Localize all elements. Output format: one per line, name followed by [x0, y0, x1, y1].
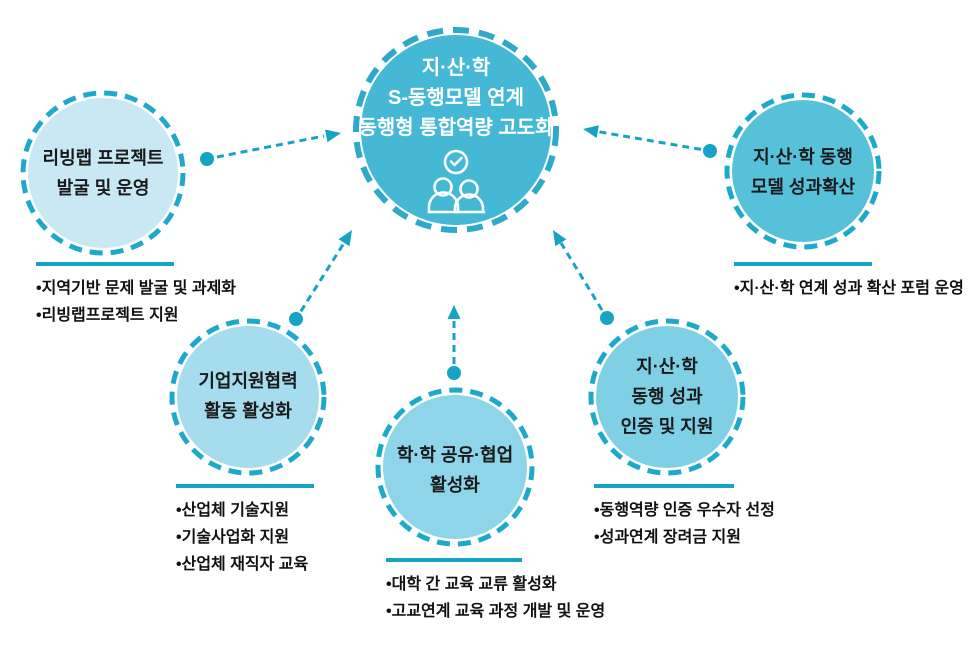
center-label-line: 지·산·학: [421, 57, 491, 79]
performance-certification-circle: [596, 326, 738, 468]
school-collaboration-label: 학·학 공유·협업 활성화: [397, 440, 513, 500]
node-label-line: 활성화: [430, 475, 480, 495]
node-label-line: 인증 및 지원: [620, 417, 714, 438]
bullet-underline: [734, 262, 872, 266]
bullet-underline: [176, 484, 314, 488]
bullet-item: •리빙랩프로젝트 지원: [36, 306, 179, 324]
center-label-line: 동행형 통합역량 고도화: [358, 117, 554, 139]
bullet-item: •지역기반 문제 발굴 및 과제화: [36, 280, 237, 297]
performance-certification-label: 지·산·학 동행 성과 인증 및 지원: [621, 352, 714, 443]
node-label-line: 모델 성과확산: [750, 177, 856, 197]
bullet-item: •산업체 기술지원: [176, 502, 290, 519]
arrow-model-spread-to-center: [583, 125, 717, 158]
node-label-line: 활동 활성화: [204, 401, 292, 421]
arrow-corporate-support-to-center: [289, 230, 352, 326]
bullet-underline: [594, 484, 734, 488]
corporate-support-ring: [169, 318, 327, 476]
center-ring: [353, 27, 559, 233]
arrow-performance-certification-to-center: [553, 230, 614, 325]
node-label-line: 지·산·학: [636, 356, 698, 377]
model-spread-ring: [724, 92, 882, 250]
people-check-icon: [427, 149, 486, 214]
living-lab-circle: [28, 98, 178, 248]
performance-certification-ring: [588, 318, 746, 476]
corporate-support-label: 기업지원협력 활동 활성화: [198, 366, 297, 426]
bullet-underline: [36, 262, 174, 266]
node-label-line: 동행 성과: [631, 386, 703, 407]
node-label-line: 발굴 및 운영: [56, 178, 150, 198]
school-collaboration-circle: [383, 395, 527, 539]
living-lab-ring: [20, 90, 186, 256]
node-label-line: 지·산·학 동행: [753, 146, 853, 167]
corporate-support-details: •산업체 기술지원 •기술사업화 지원 •산업체 재직자 교육: [176, 484, 314, 579]
bullet-item: •지·산·학 연계 성과 확산 포럼 운영: [734, 280, 964, 297]
model-spread-label: 지·산·학 동행 모델 성과확산: [751, 142, 855, 202]
center-circle: [361, 35, 551, 225]
node-label-line: 리빙랩 프로젝트: [42, 147, 164, 168]
node-label-line: 기업지원협력: [198, 370, 298, 391]
bullet-item: •기술사업화 지원: [176, 528, 290, 546]
bullet-item: •동행역량 인증 우수자 선정: [594, 502, 775, 519]
center-node-label: 지·산·학 S-동행모델 연계 동행형 통합역량 고도화: [358, 53, 553, 143]
living-lab-details: •지역기반 문제 발굴 및 과제화 •리빙랩프로젝트 지원: [36, 262, 236, 330]
arrow-living-lab-to-center: [200, 129, 341, 166]
bullet-item: •대학 간 교육 교류 활성화: [386, 576, 557, 593]
bullet-item: •성과연계 장려금 지원: [594, 528, 741, 546]
bullet-item: •산업체 재직자 교육: [176, 555, 309, 573]
bullet-underline: [386, 558, 522, 562]
model-spread-circle: [732, 100, 874, 242]
living-lab-label: 리빙랩 프로젝트 발굴 및 운영: [43, 143, 164, 203]
school-collaboration-ring: [375, 387, 535, 547]
model-spread-details: •지·산·학 연계 성과 확산 포럼 운영: [734, 262, 964, 303]
performance-certification-details: •동행역량 인증 우수자 선정 •성과연계 장려금 지원: [594, 484, 775, 552]
arrow-school-collaboration-to-center: [447, 305, 461, 380]
center-label-line: S-동행모델 연계: [388, 87, 524, 109]
corporate-support-circle: [177, 326, 319, 468]
node-label-line: 학·학 공유·협업: [396, 444, 514, 465]
bullet-item: •고교연계 교육 과정 개발 및 운영: [386, 602, 606, 620]
school-collaboration-details: •대학 간 교육 교류 활성화 •고교연계 교육 과정 개발 및 운영: [386, 558, 605, 626]
